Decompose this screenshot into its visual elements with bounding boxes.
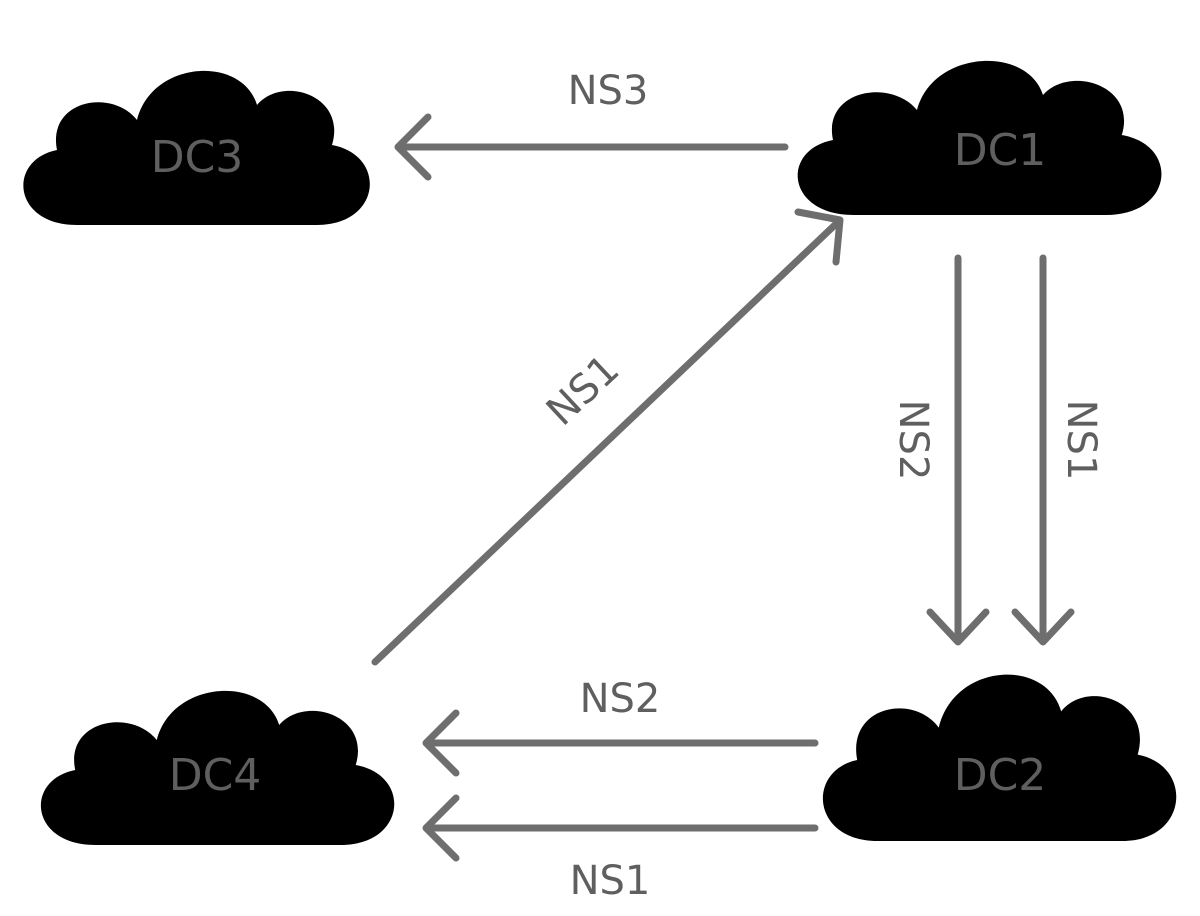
edge-dc1-to-dc2-ns1 (1011, 254, 1075, 646)
edge-dc2-to-dc4-ns2 (422, 709, 819, 777)
arrowhead-icon (422, 794, 460, 862)
edge-dc1-to-dc3 (394, 113, 789, 181)
arrowhead-icon (926, 608, 990, 646)
edge-dc2-to-dc4-ns1 (422, 794, 819, 862)
edge-dc1-to-dc2-ns2 (926, 254, 990, 646)
arrowhead-icon (1011, 608, 1075, 646)
node-label-dc1: DC1 (954, 125, 1047, 176)
edge-dc4-to-dc1 (371, 208, 844, 666)
arrowhead-icon (422, 709, 460, 777)
arrow-line (371, 218, 842, 666)
edge-label-dc2-dc4-ns1: NS1 (570, 858, 651, 904)
node-label-dc4: DC4 (169, 750, 262, 801)
edge-label-dc2-dc4-ns2: NS2 (580, 676, 661, 722)
node-label-dc3: DC3 (151, 132, 244, 183)
edge-label-dc1-dc2-ns2: NS2 (890, 400, 936, 481)
node-label-dc2: DC2 (954, 750, 1047, 801)
arrowhead-icon (794, 208, 844, 266)
edge-label-dc1-dc3: NS3 (568, 68, 649, 114)
edge-label-dc4-dc1: NS1 (538, 346, 628, 435)
arrowhead-icon (394, 113, 432, 181)
edge-label-dc1-dc2-ns1: NS1 (1058, 400, 1104, 481)
